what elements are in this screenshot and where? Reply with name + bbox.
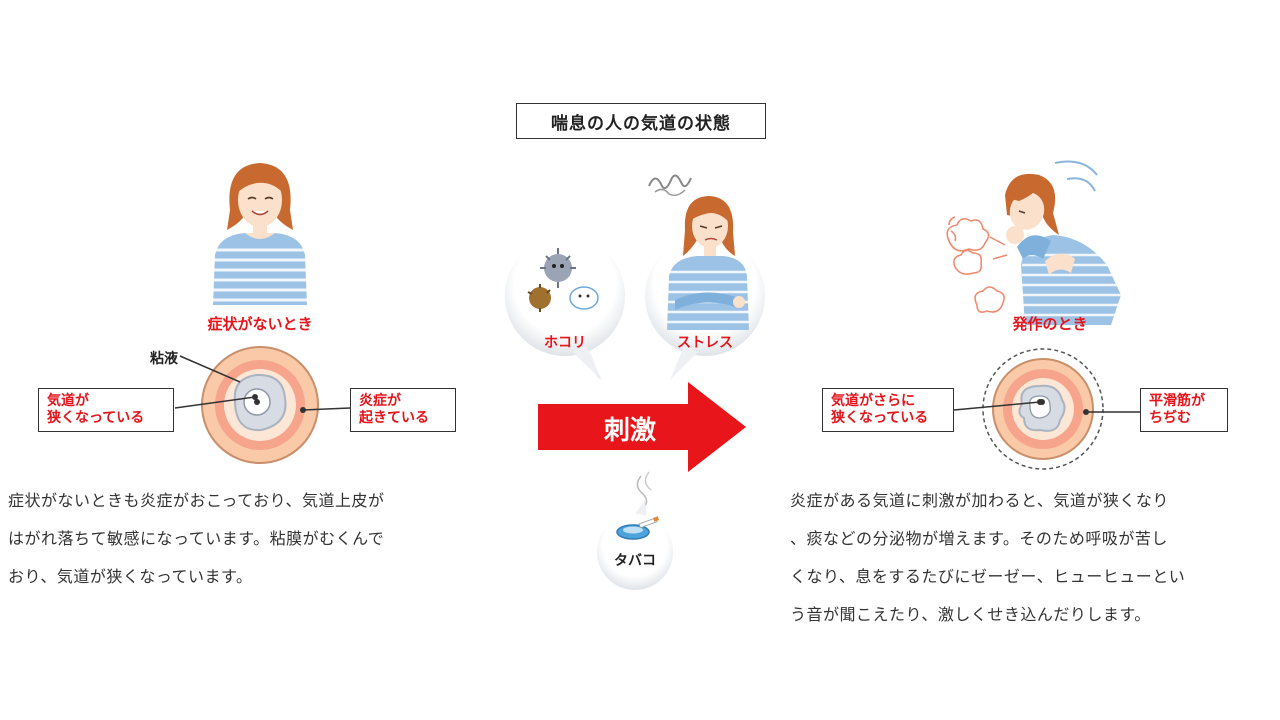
ashtray-icon: [616, 516, 660, 540]
state-label-no-symptoms: 症状がないとき: [207, 315, 313, 333]
stimulus-arrow: [538, 382, 746, 472]
paragraph-attack: 炎症がある気道に刺激が加わると、気道が狭くなり 、痰などの分泌物が増えます。その…: [790, 491, 1186, 624]
mucus-label: 粘液: [150, 351, 178, 367]
airway-cross-section-attack: [982, 348, 1104, 470]
scribble-stress-icon: [648, 174, 692, 197]
bubble-label-stress: ストレス: [677, 335, 733, 351]
tobacco-bubble: [597, 471, 673, 590]
fluff-cloud-icon: [569, 286, 599, 310]
paragraph-no-symptoms: 症状がないときも炎症がおこっており、気道上皮が はがれ落ちて敏感になっています。…: [8, 491, 385, 586]
callout-smooth-muscle: 平滑筋が ちぢむ: [1140, 388, 1228, 432]
callout-airway-narrower: 気道がさらに 狭くなっている: [822, 388, 954, 432]
dust-mite-icon: [540, 248, 576, 288]
woman-coughing-illustration: [946, 160, 1121, 325]
callout-inflammation: 炎症が 起きている: [350, 388, 456, 432]
bubble-label-dust: ホコリ: [544, 335, 586, 351]
diagram-title: 喘息の人の気道の状態: [516, 103, 766, 139]
dust-particle-icon: [527, 284, 551, 312]
woman-stressed-illustration: [667, 196, 749, 330]
state-label-attack: 発作のとき: [1012, 315, 1088, 333]
bubble-label-tobacco: タバコ: [614, 553, 656, 569]
woman-calm-illustration: [213, 163, 307, 305]
arrow-label-stimulus: 刺激: [603, 416, 656, 446]
callout-airway-narrow: 気道が 狭くなっている: [38, 388, 174, 432]
airway-cross-section-calm: [201, 346, 319, 464]
dust-bubble: [504, 236, 625, 380]
